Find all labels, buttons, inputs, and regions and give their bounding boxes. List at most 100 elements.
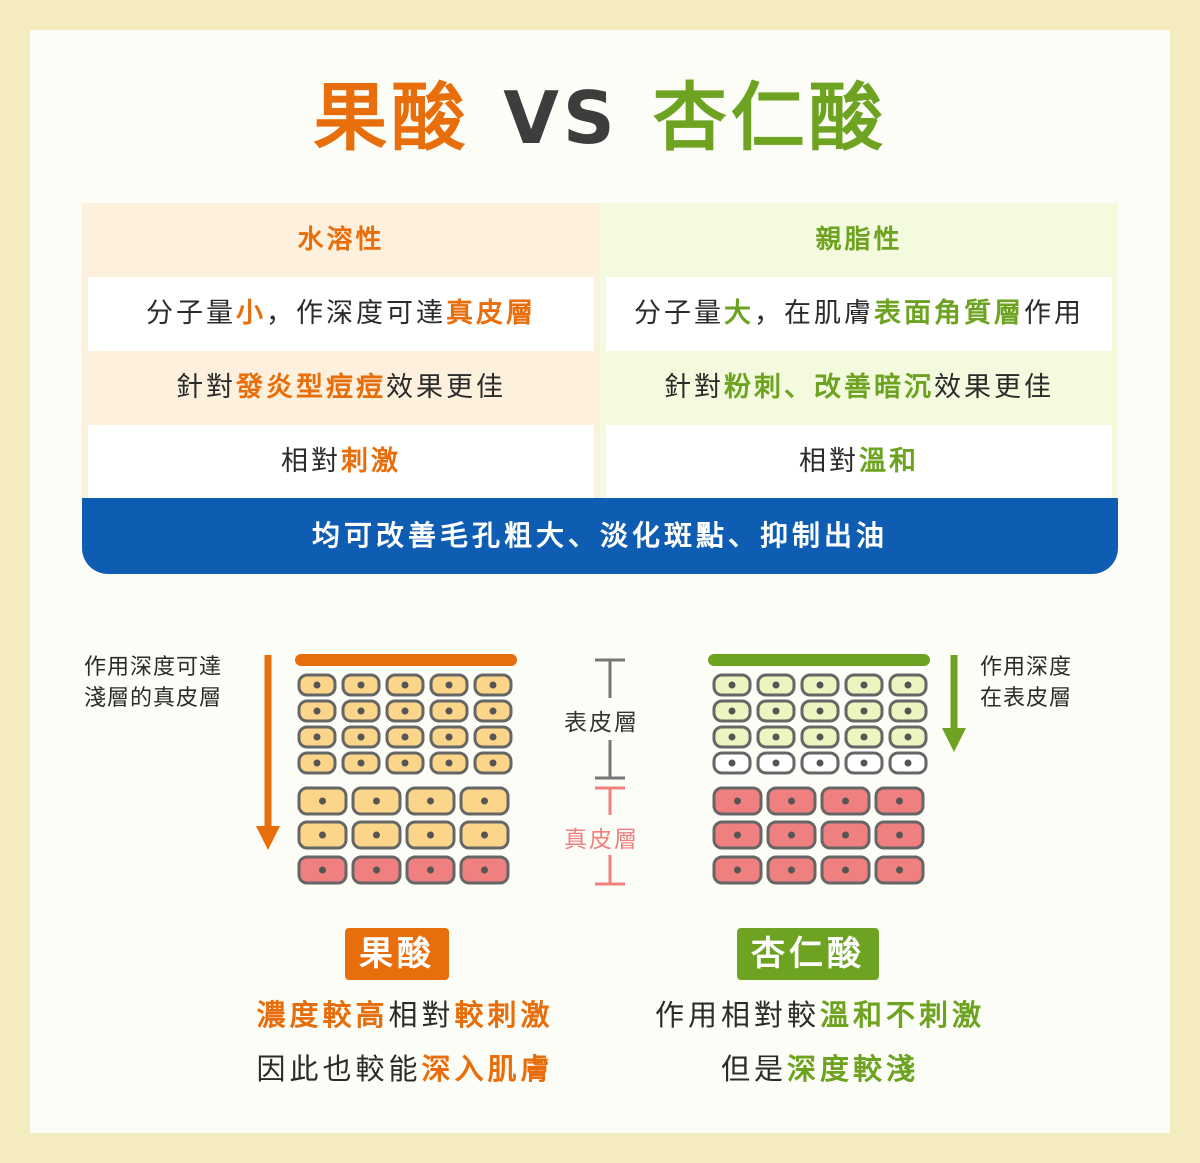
plain-text: 因此也較能 — [256, 1052, 422, 1086]
right-note-line-1: 作用深度 — [980, 655, 1073, 680]
cell-nucleus — [357, 733, 365, 741]
cell-nucleus — [896, 866, 903, 874]
cell-nucleus — [489, 681, 497, 689]
cell-nucleus — [481, 866, 488, 874]
cell-nucleus — [481, 831, 488, 839]
cell-nucleus — [842, 831, 849, 839]
cell-nucleus — [816, 759, 824, 767]
row1-left-bg: 分子量小，作深度可達真皮層 — [82, 277, 600, 351]
cell-nucleus — [860, 707, 868, 715]
cell-nucleus — [313, 759, 321, 767]
highlight-text: 小 — [236, 298, 266, 329]
cell-nucleus — [734, 797, 741, 805]
cell-nucleus — [401, 759, 409, 767]
cell-nucleus — [357, 707, 365, 715]
right-description: 作用相對較溫和不刺激 但是深度較淺 — [615, 988, 1025, 1096]
left-badge: 果酸 — [345, 928, 449, 980]
cell-nucleus — [481, 797, 488, 805]
cell-nucleus — [319, 866, 326, 874]
cell-nucleus — [489, 733, 497, 741]
plain-text: 效果更佳 — [934, 372, 1054, 403]
cell-nucleus — [313, 681, 321, 689]
right-badge: 杏仁酸 — [737, 928, 879, 980]
left-depth-note: 作用深度可達 淺層的真皮層 — [84, 652, 222, 714]
left-note-line-2: 淺層的真皮層 — [84, 686, 223, 711]
cell-nucleus — [896, 797, 903, 805]
left-surface-bar — [295, 654, 517, 666]
left-depth-arrow-icon — [256, 655, 280, 850]
plain-text: 但是 — [720, 1052, 787, 1086]
plain-text: 相對 — [799, 446, 859, 477]
cell-nucleus — [357, 681, 365, 689]
row2-left: 針對發炎型痘痘效果更佳 — [82, 351, 600, 425]
cell-nucleus — [401, 681, 409, 689]
plain-text: ，作深度可達 — [266, 298, 446, 329]
plain-text: 分子量 — [146, 298, 236, 329]
cell-nucleus — [772, 733, 780, 741]
plain-text: 針對 — [176, 372, 236, 403]
left-description: 濃度較高相對較刺激 因此也較能深入肌膚 — [200, 988, 610, 1096]
cell-nucleus — [489, 759, 497, 767]
cell-nucleus — [816, 707, 824, 715]
cell-nucleus — [313, 707, 321, 715]
cell-nucleus — [728, 681, 736, 689]
dermis-scale-icon — [595, 786, 625, 886]
row3-right-bg: 相對溫和 — [600, 425, 1118, 499]
cell-nucleus — [728, 759, 736, 767]
highlight-text: 溫和 — [859, 446, 919, 477]
left-desc-line-1: 濃度較高相對較刺激 — [200, 988, 610, 1042]
highlight-text: 溫和不刺激 — [820, 998, 986, 1032]
cell-nucleus — [373, 831, 380, 839]
cell-nucleus — [445, 681, 453, 689]
cell-nucleus — [313, 733, 321, 741]
cell-nucleus — [734, 866, 741, 874]
title-vs: VS — [503, 76, 619, 160]
left-desc-line-2: 因此也較能深入肌膚 — [200, 1042, 610, 1096]
row2-right: 針對粉刺、改善暗沉效果更佳 — [600, 351, 1118, 425]
plain-text: ，在肌膚 — [754, 298, 874, 329]
highlight-text: 深入肌膚 — [421, 1052, 554, 1086]
cell-nucleus — [896, 831, 903, 839]
plain-text: 分子量 — [634, 298, 724, 329]
left-header: 水溶性 — [82, 203, 600, 277]
cell-nucleus — [772, 707, 780, 715]
cell-nucleus — [427, 866, 434, 874]
cell-nucleus — [904, 733, 912, 741]
right-desc-line-1: 作用相對較溫和不刺激 — [615, 988, 1025, 1042]
left-cell-grid — [297, 673, 513, 885]
cell-nucleus — [904, 759, 912, 767]
plain-text: 作用 — [1024, 298, 1084, 329]
comparison-table: 水溶性 親脂性 分子量小，作深度可達真皮層 分子量大，在肌膚表面角質層作用 針對… — [82, 203, 1118, 499]
cell-nucleus — [734, 831, 741, 839]
row1-right-bg: 分子量大，在肌膚表面角質層作用 — [600, 277, 1118, 351]
cell-nucleus — [816, 733, 824, 741]
highlight-text: 發炎型痘痘 — [236, 372, 386, 403]
highlight-text: 較刺激 — [454, 998, 554, 1032]
dermis-label: 真皮層 — [564, 827, 639, 853]
cell-nucleus — [427, 797, 434, 805]
summary-banner: 均可改善毛孔粗大、淡化斑點、抑制出油 — [82, 498, 1118, 574]
highlight-text: 粉刺、改善暗沉 — [724, 372, 934, 403]
cell-nucleus — [319, 797, 326, 805]
highlight-text: 深度較淺 — [787, 1052, 920, 1086]
cell-nucleus — [319, 831, 326, 839]
epidermis-label: 表皮層 — [564, 710, 639, 736]
right-depth-note: 作用深度 在表皮層 — [980, 652, 1072, 714]
highlight-text: 刺激 — [341, 446, 401, 477]
cell-nucleus — [860, 759, 868, 767]
cell-nucleus — [489, 707, 497, 715]
plain-text: 相對 — [388, 998, 455, 1032]
highlight-text: 濃度較高 — [256, 998, 389, 1032]
title-right: 杏仁酸 — [652, 75, 887, 161]
plain-text: 相對 — [281, 446, 341, 477]
cell-nucleus — [728, 707, 736, 715]
right-surface-bar — [708, 654, 930, 666]
cell-nucleus — [772, 681, 780, 689]
highlight-text: 真皮層 — [446, 298, 536, 329]
row3-right: 相對溫和 — [606, 425, 1112, 499]
row3-left: 相對刺激 — [88, 425, 594, 499]
highlight-text: 大 — [724, 298, 754, 329]
cell-nucleus — [373, 866, 380, 874]
plain-text: 效果更佳 — [386, 372, 506, 403]
